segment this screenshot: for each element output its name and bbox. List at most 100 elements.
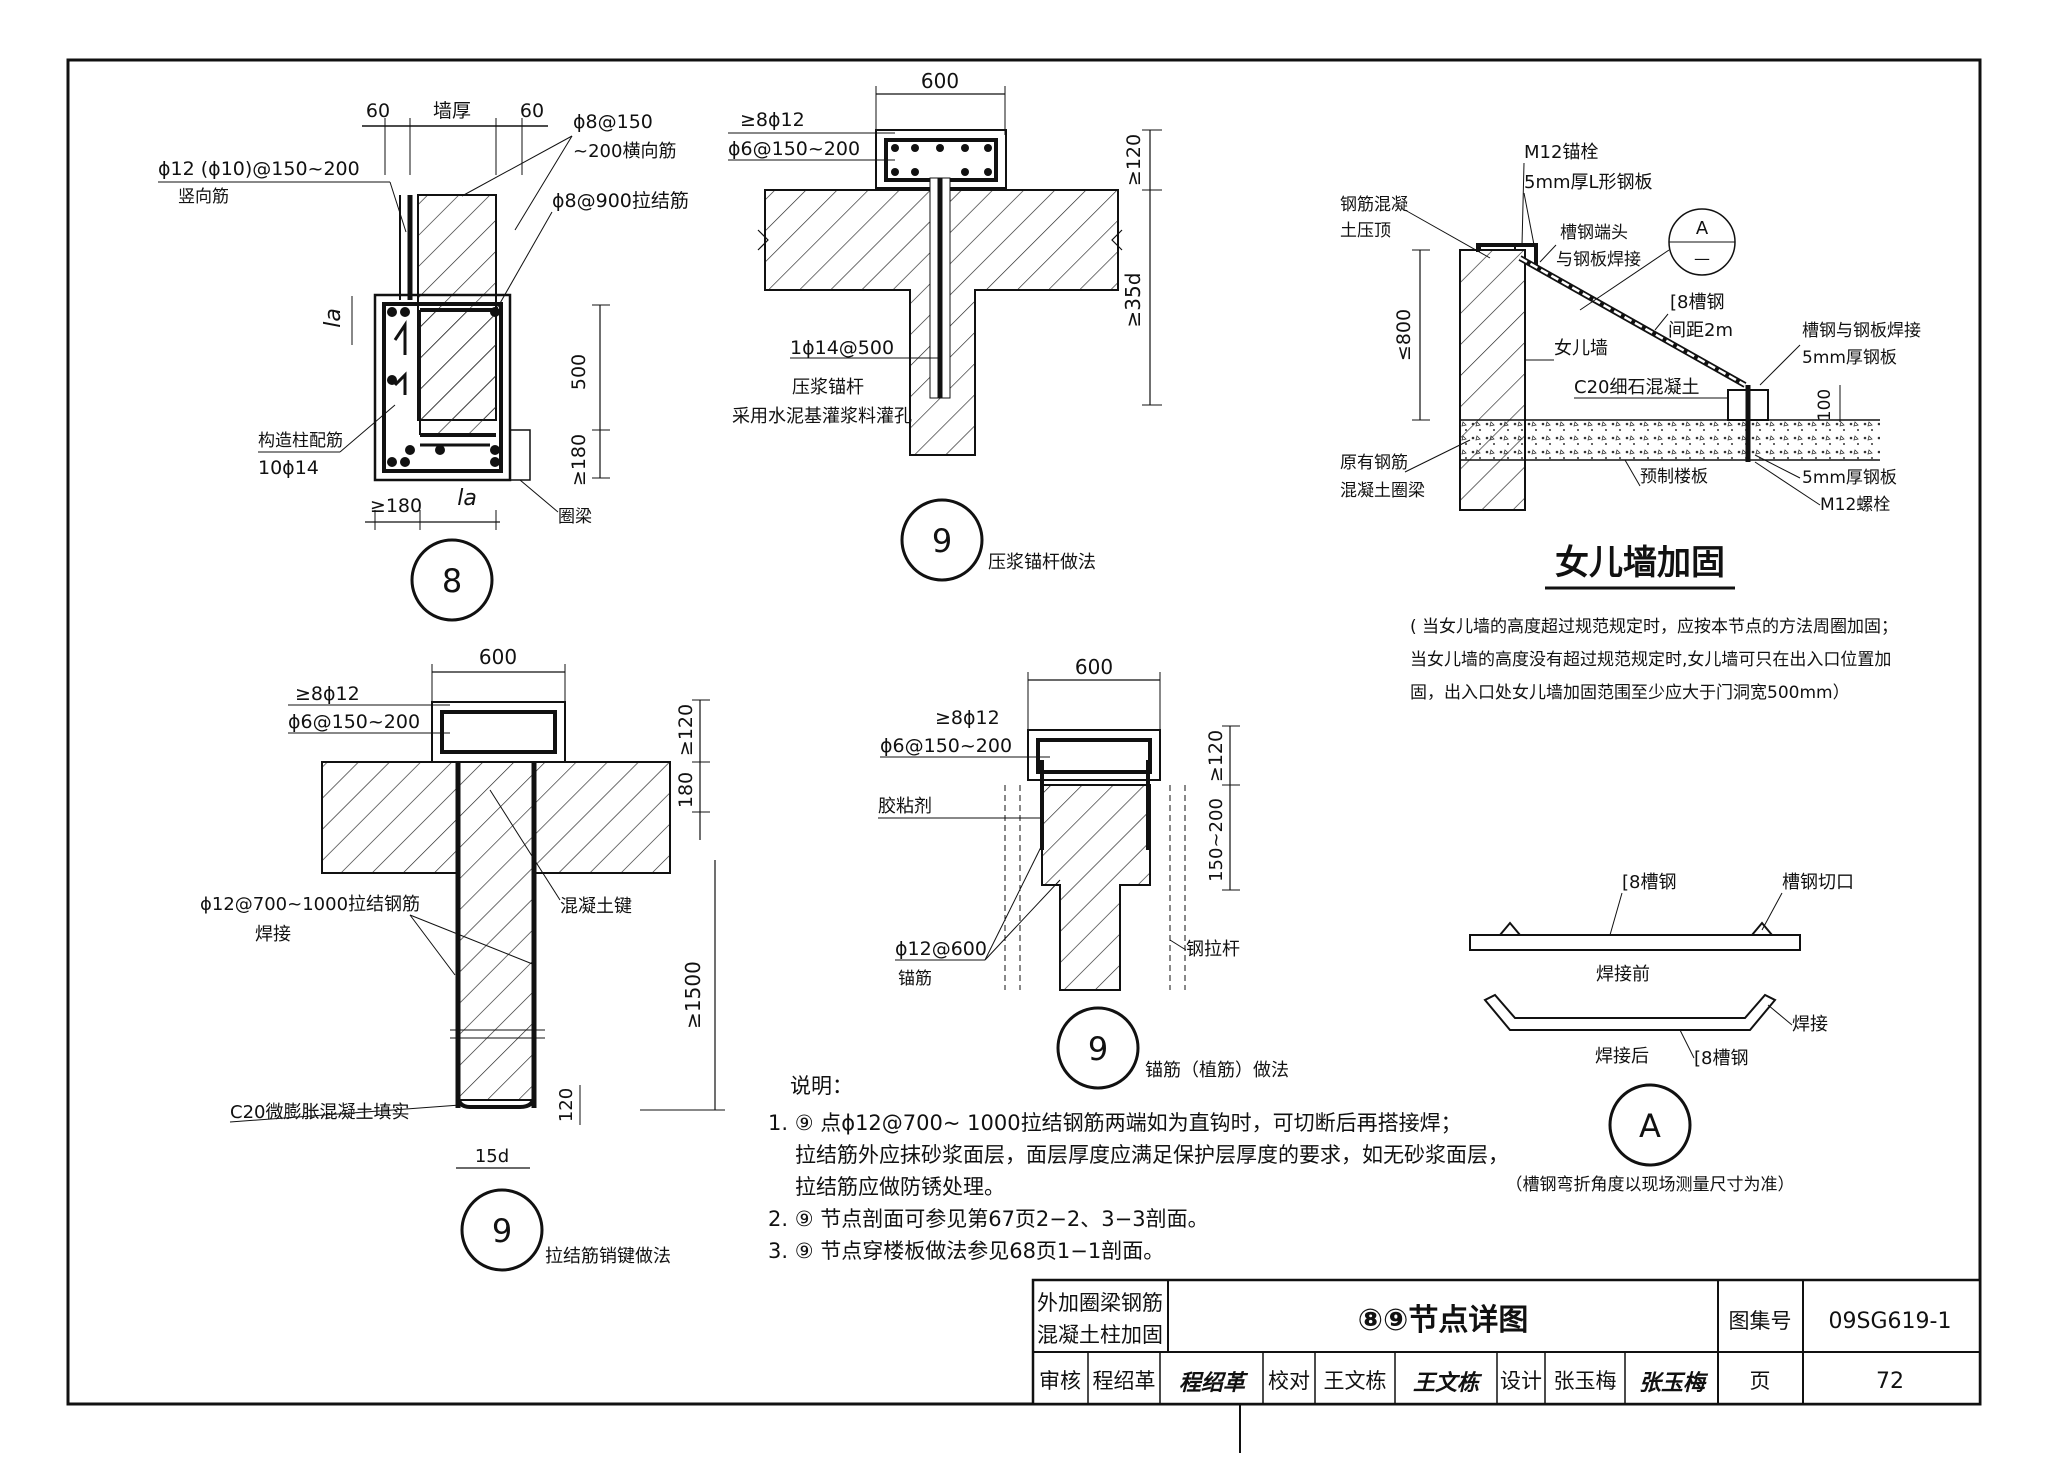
bolt: M12锚栓 xyxy=(1524,142,1598,163)
dim-600-b: 600 xyxy=(479,645,517,669)
glue-label: 胶粘剂 xyxy=(878,796,932,817)
wall-label: 女儿墙 xyxy=(1554,338,1608,359)
la-left: la xyxy=(321,308,346,328)
plate-3: 5mm厚钢板 xyxy=(1802,468,1897,488)
bars-top: ≥8ϕ12 xyxy=(740,109,805,131)
detail-a-circle xyxy=(1608,1083,1692,1167)
column-bars-2: 10ϕ14 xyxy=(258,457,319,479)
dim-wall: 墙厚 xyxy=(433,100,471,122)
dim-180-b: 180 xyxy=(675,772,697,808)
bars-top-c: ≥8ϕ12 xyxy=(935,707,1000,729)
detail-9a-circle xyxy=(900,498,984,582)
detail-9b-caption: 拉结筋销键做法 xyxy=(545,1246,671,1267)
dim-right: 60 xyxy=(520,100,544,122)
steel-rod-label: 钢拉杆 xyxy=(1186,939,1240,960)
beam-label-2: 混凝土圈梁 xyxy=(1340,481,1425,501)
dim-150-c: 150~200 xyxy=(1206,798,1227,882)
parapet-note-2: 当女儿墙的高度没有超过规范规定时,女儿墙可只在出入口位置加 xyxy=(1410,650,1891,670)
detail-8: 60 墙厚 60 500 ≥180 ≥180 xyxy=(158,100,689,622)
stirrup: ϕ6@150~200 xyxy=(728,138,860,160)
atlas-label: 图集号 xyxy=(1729,1309,1792,1333)
column-outline xyxy=(373,293,512,482)
detail-9b: 600 ≥120 180 ≥1500 120 15d ≥8ϕ12 ϕ6@150~… xyxy=(200,645,725,1272)
detail-a-letter: A xyxy=(1639,1107,1661,1145)
detail-9b-number: 9 xyxy=(492,1212,512,1250)
wall-hatch-c xyxy=(1041,784,1151,991)
design-name: 张玉梅 xyxy=(1554,1369,1617,1393)
parapet-note-3: 固，出入口处女儿墙加固范围至少应大于门洞宽500mm） xyxy=(1410,683,1850,703)
dim-left: 60 xyxy=(366,100,390,122)
dim-180v: ≥180 xyxy=(568,434,590,486)
cut-label: 槽钢切口 xyxy=(1782,872,1854,893)
note-3: 3. ⑨ 节点穿楼板做法参见68页1−1剖面。 xyxy=(768,1239,1164,1263)
before-label: 焊接前 xyxy=(1596,964,1650,985)
channel: [8槽钢 xyxy=(1670,292,1724,313)
tie-label: ϕ12@700~1000拉结钢筋 xyxy=(200,894,420,915)
horiz-bar: ϕ8@150 xyxy=(573,111,653,133)
key-label: 混凝土键 xyxy=(560,896,632,917)
weld-a: 焊接 xyxy=(1792,1014,1828,1035)
top-label-1: 钢筋混凝 xyxy=(1340,195,1408,215)
slab-label: 预制楼板 xyxy=(1640,467,1708,487)
concrete: C20细石混凝土 xyxy=(1574,377,1699,398)
anchor-c: ϕ12@600 xyxy=(895,938,987,960)
detail-9a-caption: 压浆锚杆做法 xyxy=(988,552,1096,573)
section-a-letter: A xyxy=(1696,218,1709,239)
design-label: 设计 xyxy=(1500,1369,1542,1393)
anchor-note-c: 锚筋 xyxy=(898,969,932,989)
top-label-2: 土压顶 xyxy=(1340,221,1391,241)
after-label: 焊接后 xyxy=(1595,1046,1649,1067)
note-2: 2. ⑨ 节点剖面可参见第67页2−2、3−3剖面。 xyxy=(768,1207,1209,1231)
section-a-sub: — xyxy=(1694,249,1710,268)
channel-a-2: [8槽钢 xyxy=(1694,1048,1748,1069)
dim-120-c: ≥120 xyxy=(1205,730,1227,782)
parapet-note-1: ( 当女儿墙的高度超过规范规定时，应按本节点的方法周圈加固； xyxy=(1410,617,1898,637)
dim-15d: 15d xyxy=(475,1146,509,1167)
check-label: 校对 xyxy=(1268,1369,1310,1393)
anchor-note-2: 采用水泥基灌浆料灌孔 xyxy=(732,406,912,427)
weld-1: 槽钢端头 xyxy=(1560,223,1628,243)
page-label: 页 xyxy=(1750,1369,1771,1393)
review-label: 审核 xyxy=(1039,1369,1081,1393)
detail-9c-circle xyxy=(1056,1006,1140,1090)
notes-heading: 说明： xyxy=(790,1074,853,1098)
dim-600: 600 xyxy=(921,69,959,93)
dim-100: 100 xyxy=(1815,389,1835,421)
vertical-bar: ϕ12 (ϕ10)@150~200 xyxy=(158,158,360,180)
check-name: 王文栋 xyxy=(1324,1369,1387,1393)
dim-120b: 120 xyxy=(556,1088,577,1122)
parapet-title: 女儿墙加固 xyxy=(1555,543,1725,583)
plate-2: 5mm厚钢板 xyxy=(1802,348,1897,368)
detail-a-note: （槽钢弯折角度以现场测量尺寸为准） xyxy=(1506,1175,1795,1195)
dim-35d: ≥35d xyxy=(1121,273,1145,328)
detail-9c: 600 ≥120 150~200 ≥8ϕ12 ϕ6@150~200 胶粘剂 ϕ1… xyxy=(878,655,1289,1090)
sheet-border xyxy=(66,58,1982,1406)
dim-800: ≤800 xyxy=(1393,309,1415,361)
dim-120-b: ≥120 xyxy=(675,704,697,756)
detail-9c-number: 9 xyxy=(1088,1030,1108,1068)
title-block: 外加圈梁钢筋 混凝土柱加固 ⑧⑨节点详图 图集号 09SG619-1 审核 程绍… xyxy=(1031,1278,1982,1453)
anchor: 1ϕ14@500 xyxy=(790,337,894,359)
weld-3: 槽钢与钢板焊接 xyxy=(1802,321,1921,341)
detail-9b-circle xyxy=(460,1188,544,1272)
fill-label: C20微膨胀混凝土填实 xyxy=(230,1102,409,1123)
column-bars: 构造柱配筋 xyxy=(258,431,343,451)
parapet-reinforcement: ≤800 100 M12锚栓 5mm厚L形钢板 钢筋混凝 土压顶 槽钢端头 与钢… xyxy=(1340,142,1921,703)
dim-600-c: 600 xyxy=(1075,655,1113,679)
tie-bar: ϕ8@900拉结筋 xyxy=(552,190,689,212)
check-signature: 王文栋 xyxy=(1413,1370,1483,1396)
note-1b: 拉结筋外应抹砂浆面层，面层厚度应满足保护层厚度的要求，如无砂浆面层， xyxy=(795,1143,1509,1167)
detail-8-circle xyxy=(410,538,494,622)
dim-180h: ≥180 xyxy=(370,495,422,517)
detail-9c-caption: 锚筋（植筋）做法 xyxy=(1145,1060,1289,1081)
floor-hatch xyxy=(321,761,671,1101)
stirrup-c: ϕ6@150~200 xyxy=(880,735,1012,757)
detail-9a: 600 ≥120 ≥35d ≥8ϕ12 ϕ6@150~200 1ϕ14@500 … xyxy=(728,69,1162,582)
horiz-bar-2: ~200横向筋 xyxy=(573,141,676,162)
plate: 5mm厚L形钢板 xyxy=(1524,172,1653,193)
anchor-note-1: 压浆锚杆 xyxy=(792,377,864,398)
bars-top-b: ≥8ϕ12 xyxy=(295,683,360,705)
review-name: 程绍革 xyxy=(1093,1369,1156,1393)
la-bottom: la xyxy=(457,486,477,511)
